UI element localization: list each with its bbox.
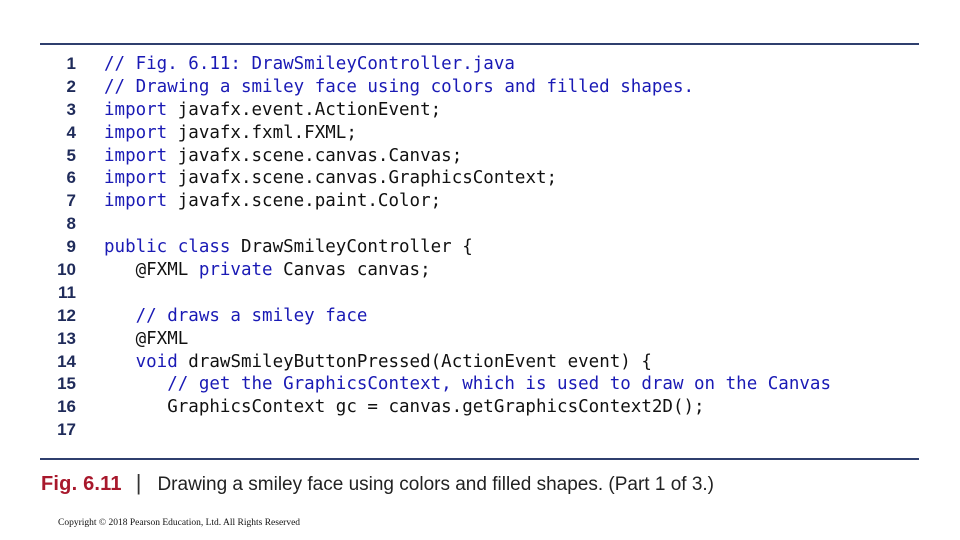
code-line: 13 @FXML: [40, 328, 920, 351]
line-number: 4: [66, 122, 76, 142]
line-code: import javafx.event.ActionEvent;: [104, 99, 441, 122]
code-text: @FXML: [104, 328, 189, 349]
code-text: javafx.scene.paint.Color;: [167, 191, 442, 212]
copyright-notice: Copyright © 2018 Pearson Education, Ltd.…: [58, 518, 301, 528]
line-number: 8: [66, 214, 76, 234]
line-number: 9: [66, 237, 76, 257]
caption-text: Drawing a smiley face using colors and f…: [157, 474, 714, 495]
line-code: // draws a smiley face: [104, 305, 368, 328]
caption-label: Fig. 6.11: [41, 473, 122, 495]
code-text: DrawSmileyController {: [230, 237, 473, 258]
figure-caption: Fig. 6.11 | Drawing a smiley face using co…: [41, 470, 714, 500]
caption-separator: |: [135, 470, 142, 495]
code-line: 17: [40, 419, 920, 442]
code-text: javafx.event.ActionEvent;: [167, 99, 442, 120]
line-code: // Drawing a smiley face using colors an…: [104, 76, 694, 99]
line-number: 7: [66, 191, 76, 211]
code-text: drawSmileyButtonPressed(ActionEvent even…: [177, 351, 652, 372]
line-number: 14: [57, 351, 76, 371]
code-comment: // get the GraphicsContext, which is use…: [104, 374, 831, 395]
code-line: 11: [40, 282, 920, 305]
code-text: javafx.scene.canvas.GraphicsContext;: [167, 168, 558, 189]
line-number: 5: [66, 145, 76, 165]
code-text: @FXML: [104, 260, 199, 281]
code-line: 1 // Fig. 6.11: DrawSmileyController.java: [40, 53, 920, 76]
line-number: 3: [66, 99, 76, 119]
code-line: 4 import javafx.fxml.FXML;: [40, 122, 920, 145]
code-keyword: import: [104, 122, 168, 143]
code-comment: // draws a smiley face: [104, 305, 368, 326]
line-number: 16: [57, 397, 76, 417]
code-comment: // Drawing a smiley face using colors an…: [104, 76, 695, 97]
code-keyword: void: [104, 351, 178, 372]
code-line: 12 // draws a smiley face: [40, 305, 920, 328]
code-text: javafx.fxml.FXML;: [167, 122, 357, 143]
bottom-rule: [40, 458, 919, 460]
line-number: 17: [57, 420, 76, 440]
code-keyword: private: [198, 260, 273, 281]
code-line: 14 void drawSmileyButtonPressed(ActionEv…: [40, 351, 920, 374]
line-code: @FXML private Canvas canvas;: [104, 259, 431, 282]
line-code: import javafx.scene.canvas.Canvas;: [104, 145, 462, 168]
code-text: javafx.scene.canvas.Canvas;: [167, 145, 463, 166]
code-listing: 1 // Fig. 6.11: DrawSmileyController.java…: [40, 53, 920, 442]
line-number: 2: [66, 76, 76, 96]
line-code: GraphicsContext gc = canvas.getGraphicsC…: [104, 396, 705, 419]
code-text: Canvas canvas;: [272, 260, 431, 281]
line-code: import javafx.fxml.FXML;: [104, 122, 357, 145]
line-code: // get the GraphicsContext, which is use…: [104, 373, 831, 396]
line-number: 10: [57, 260, 76, 280]
line-code: public class DrawSmileyController {: [104, 236, 473, 259]
code-line: 15 // get the GraphicsContext, which is …: [40, 373, 920, 396]
line-code: import javafx.scene.paint.Color;: [104, 190, 441, 213]
code-line: 8: [40, 213, 920, 236]
top-rule: [40, 43, 919, 45]
code-keyword: import: [104, 99, 168, 120]
code-keyword: import: [104, 191, 168, 212]
code-line: 3 import javafx.event.ActionEvent;: [40, 99, 920, 122]
line-number: 11: [58, 282, 76, 302]
code-line: 10 @FXML private Canvas canvas;: [40, 259, 920, 282]
line-code: // Fig. 6.11: DrawSmileyController.java: [104, 53, 515, 76]
code-line: 16 GraphicsContext gc = canvas.getGraphi…: [40, 396, 920, 419]
line-number: 13: [57, 328, 76, 348]
code-line: 2 // Drawing a smiley face using colors a…: [40, 76, 920, 99]
line-number: 6: [66, 168, 76, 188]
code-text: GraphicsContext gc = canvas.getGraphicsC…: [104, 397, 705, 418]
line-number: 15: [57, 374, 76, 394]
line-code: @FXML: [104, 328, 189, 351]
code-keyword: import: [104, 168, 168, 189]
line-number: 12: [57, 305, 76, 325]
line-number: 1: [66, 54, 76, 73]
line-code: import javafx.scene.canvas.GraphicsConte…: [104, 167, 557, 190]
code-keyword: import: [104, 145, 168, 166]
line-code: void drawSmileyButtonPressed(ActionEvent…: [104, 351, 652, 374]
code-comment: // Fig. 6.11: DrawSmileyController.java: [104, 54, 515, 74]
code-line: 6 import javafx.scene.canvas.GraphicsCont…: [40, 167, 920, 190]
code-line: 5 import javafx.scene.canvas.Canvas;: [40, 145, 920, 168]
code-keyword: public class: [104, 237, 231, 258]
code-line: 7 import javafx.scene.paint.Color;: [40, 190, 920, 213]
code-line: 9 public class DrawSmileyController {: [40, 236, 920, 259]
